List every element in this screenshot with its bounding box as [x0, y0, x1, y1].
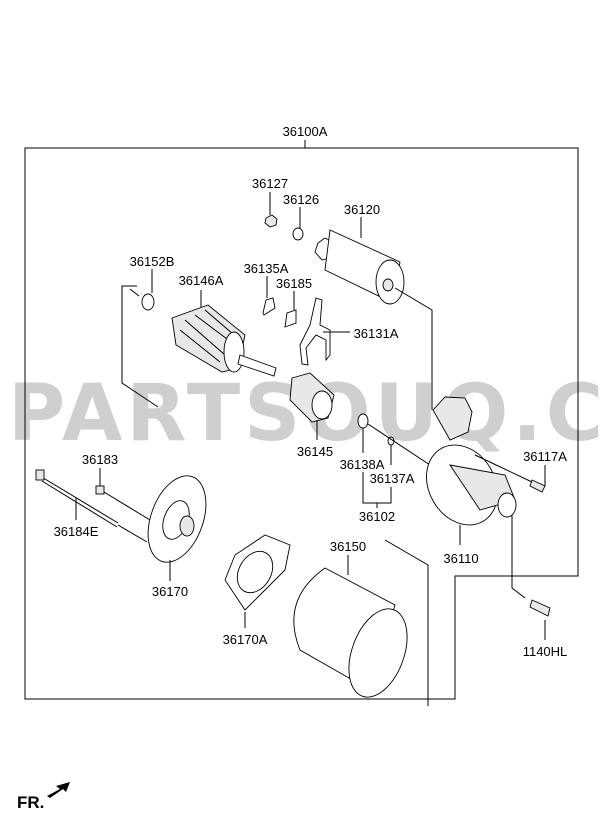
label-36110[interactable]: 36110 [443, 551, 478, 566]
label-36170[interactable]: 36170 [152, 584, 188, 599]
assembly-boundary [24, 147, 579, 700]
bolt-36117A[interactable] [474, 454, 546, 493]
group-bracket-36102 [362, 472, 392, 508]
label-36117A[interactable]: 36117A [523, 449, 567, 464]
label-36138A[interactable]: 36138A [340, 457, 385, 472]
bolt-1140HL[interactable] [529, 599, 551, 640]
washer-36126[interactable] [292, 207, 304, 241]
label-36126[interactable]: 36126 [283, 192, 319, 207]
brush-36185[interactable] [284, 291, 297, 328]
label-36120[interactable]: 36120 [344, 202, 380, 217]
label-36102[interactable]: 36102 [359, 509, 395, 524]
label-36135A[interactable]: 36135A [244, 261, 289, 276]
leader-line [129, 288, 140, 297]
solenoid-36120[interactable] [314, 217, 433, 410]
brush-36135A[interactable] [262, 276, 276, 316]
bolt-36183[interactable] [95, 468, 151, 521]
label-36145[interactable]: 36145 [297, 444, 333, 459]
end-plate-36170[interactable] [137, 468, 217, 581]
through-bolt-36184E[interactable] [35, 469, 148, 543]
label-36152B[interactable]: 36152B [130, 254, 175, 269]
label-36100A[interactable]: 36100A [283, 124, 328, 139]
label-1140HL[interactable]: 1140HL [523, 644, 568, 659]
label-36131A[interactable]: 36131A [354, 326, 399, 341]
label-36170A[interactable]: 36170A [223, 632, 268, 647]
front-direction-label: FR. [17, 793, 44, 812]
brush-holder-36170A[interactable] [224, 534, 291, 628]
pinion-36145[interactable] [289, 372, 335, 440]
front-arrow-icon [47, 782, 70, 798]
lever-36131A[interactable] [299, 297, 350, 366]
armature-36146A[interactable] [171, 290, 277, 377]
label-36127[interactable]: 36127 [252, 176, 288, 191]
ring-36138A[interactable] [357, 413, 369, 453]
yoke-36150[interactable] [293, 539, 429, 706]
label-36183[interactable]: 36183 [82, 452, 118, 467]
label-36146A[interactable]: 36146A [179, 273, 224, 288]
nut-36127[interactable] [264, 192, 278, 228]
group-bracket [121, 285, 159, 408]
label-36137A[interactable]: 36137A [370, 471, 415, 486]
label-36150[interactable]: 36150 [330, 539, 366, 554]
washer-36152B[interactable] [141, 269, 155, 311]
label-36185[interactable]: 36185 [276, 276, 312, 291]
clip-36137A[interactable] [367, 423, 431, 466]
label-36184E[interactable]: 36184E [54, 524, 99, 539]
housing-36110[interactable] [412, 396, 526, 599]
